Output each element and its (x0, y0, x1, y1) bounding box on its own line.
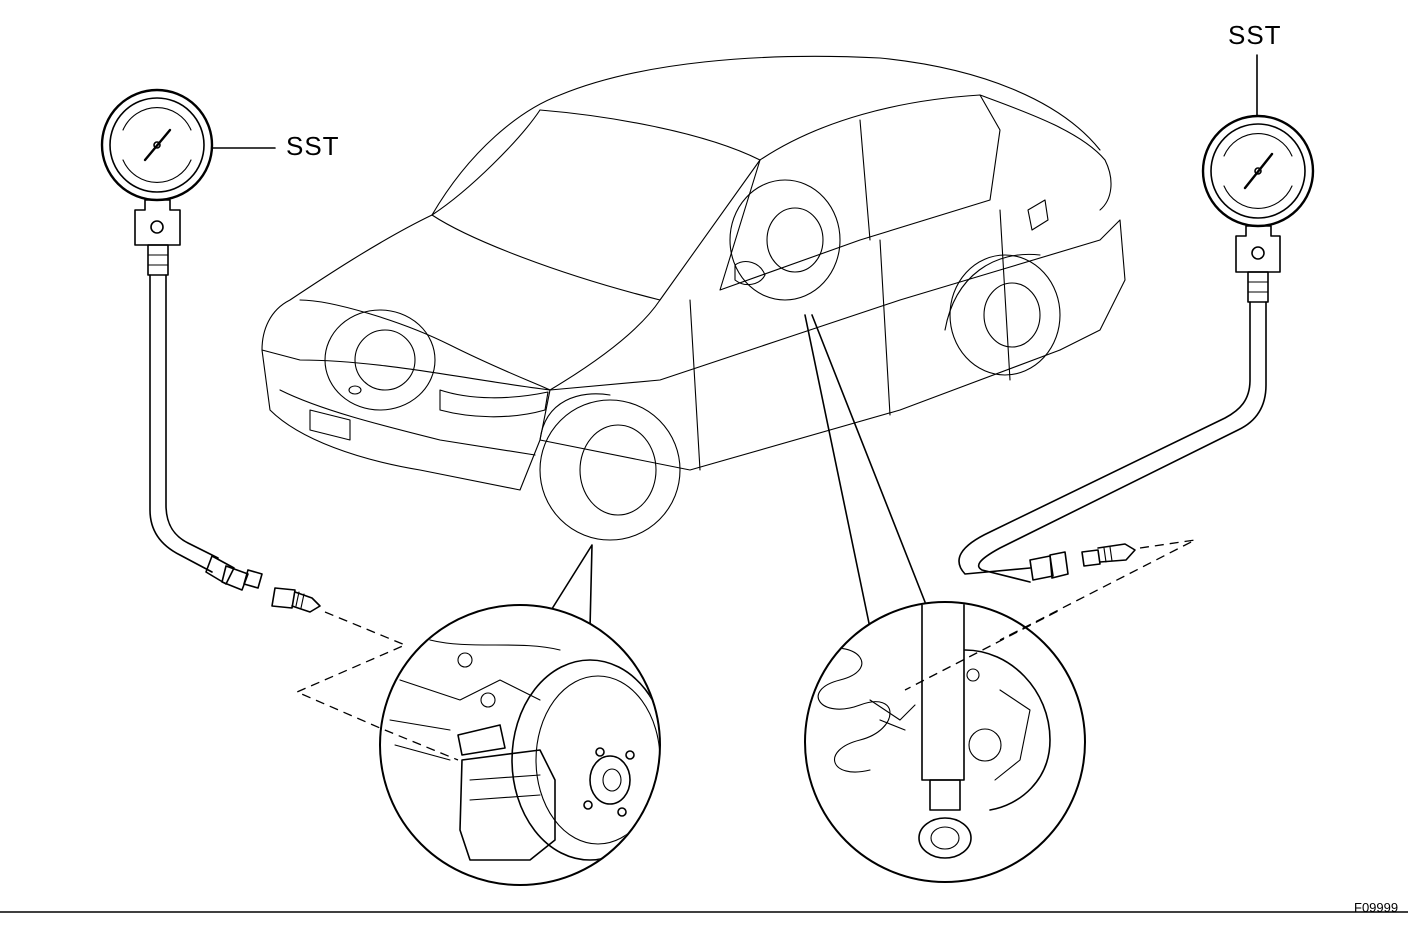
guide-left (295, 611, 459, 761)
brake-disc (511, 659, 659, 861)
bleeder-plug-left (271, 587, 321, 613)
sst-label-right: SST (1228, 20, 1282, 50)
car-rear-wheel (944, 253, 1061, 376)
car-illustration (261, 55, 1126, 541)
car-hood (261, 214, 661, 391)
figure-code: F09999 (1354, 900, 1399, 915)
bleeder-plug-right (1081, 543, 1136, 567)
callout-lines (549, 314, 926, 629)
gauge-right (958, 54, 1315, 583)
car-side-windows (719, 94, 1001, 291)
car-side (549, 219, 1126, 391)
car-front-bumper (261, 349, 551, 491)
guide-right (904, 539, 1196, 691)
rear-brake-detail (804, 601, 1086, 883)
brake-backing-plate (964, 649, 1051, 811)
car-windshield (431, 109, 761, 301)
brake-caliper (459, 749, 556, 861)
sst-label-left: SST (286, 131, 340, 161)
car-rear-wheel-far (729, 179, 841, 301)
front-brake-detail (379, 604, 661, 886)
gauge-left (100, 88, 263, 591)
coil-spring (817, 647, 891, 773)
car-roof (431, 55, 1101, 216)
gauge-hose-left (149, 274, 213, 573)
gauge-hose-right (958, 301, 1251, 575)
car-front-wheel (539, 393, 681, 541)
